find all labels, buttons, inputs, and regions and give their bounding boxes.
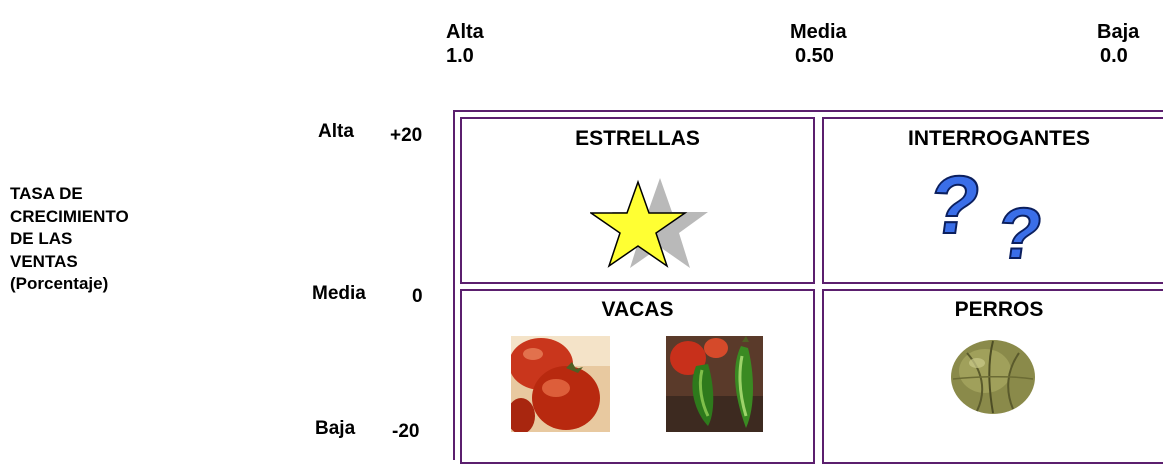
growth-low-value: -20 [392,420,419,444]
growth-high-label: Alta [318,120,354,144]
market-share-low-text: Baja [1097,20,1139,44]
growth-low-label: Baja [315,417,355,441]
quadrant-cows-title: VACAS [462,298,813,322]
quadrant-stars-title: ESTRELLAS [462,127,813,151]
star-icon [590,174,710,279]
market-share-low-value: 0.0 [1100,44,1139,68]
quadrant-dogs-title: PERROS [814,298,1163,322]
peppers-photo [666,336,763,432]
market-share-low-label: Baja 0.0 [1097,20,1139,68]
growth-medium-label: Media [312,282,366,306]
y-title-line: CRECIMIENTO [10,206,129,229]
quadrant-cows: VACAS [460,289,815,464]
svg-text:?: ? [992,194,1047,263]
tomatoes-photo [511,336,610,432]
market-share-high-label: Alta 1.0 [446,20,484,68]
svg-text:?: ? [934,163,987,251]
market-share-medium-text: Media [790,20,847,44]
y-title-line: DE LAS [10,228,129,251]
tomatillo-photo [947,335,1039,417]
y-title-line: VENTAS [10,251,129,274]
quadrant-question-marks: INTERROGANTES ? ? [822,117,1163,284]
market-share-medium-value: 0.50 [795,44,847,68]
question-mark-icon: ? ? [934,163,1074,263]
quadrant-question-marks-title: INTERROGANTES [814,127,1163,151]
quadrant-dogs: PERROS [822,289,1163,464]
quadrant-stars: ESTRELLAS [460,117,815,284]
y-title-line: TASA DE [10,183,129,206]
market-share-high-text: Alta [446,20,484,44]
market-share-medium-label: Media 0.50 [790,20,847,68]
y-title-line: (Porcentaje) [10,273,129,296]
market-share-high-value: 1.0 [446,44,484,68]
y-axis-title: TASA DE CRECIMIENTO DE LAS VENTAS (Porce… [10,183,129,296]
growth-medium-value: 0 [412,285,423,309]
growth-high-value: +20 [390,124,422,148]
